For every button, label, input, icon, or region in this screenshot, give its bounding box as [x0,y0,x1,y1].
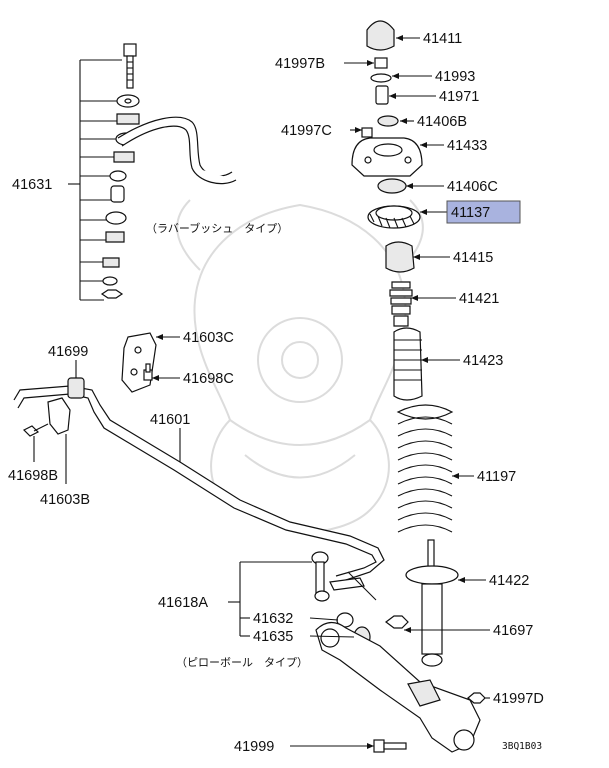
callout-41411[interactable]: 41411 [423,31,462,47]
callout-41997c[interactable]: 41997C [281,123,332,139]
callout-41603c[interactable]: 41603C [183,330,234,346]
note-pillow-ball-type: （ピローボール タイプ） [176,656,308,669]
callout-41137[interactable]: 41137 [451,205,490,221]
strut-assembly [315,20,486,753]
callout-41406b[interactable]: 41406B [417,114,467,130]
arrowheads [152,35,465,749]
callout-41197[interactable]: 41197 [477,469,516,485]
callout-41603b[interactable]: 41603B [40,492,90,508]
callout-41698b[interactable]: 41698B [8,468,58,484]
callout-41423[interactable]: 41423 [463,353,503,369]
highlight-box-41137 [446,200,521,224]
callout-41635[interactable]: 41635 [253,629,293,645]
callout-41697[interactable]: 41697 [493,623,533,639]
callout-41631[interactable]: 41631 [12,177,52,193]
callout-labels: 41411 41997B 41993 41971 41997C 41406B 4… [8,31,544,755]
callout-41997b[interactable]: 41997B [275,56,325,72]
callout-41601[interactable]: 41601 [150,412,190,428]
callout-41433[interactable]: 41433 [447,138,487,154]
callout-41993[interactable]: 41993 [435,69,475,85]
callout-41421[interactable]: 41421 [459,291,499,307]
callout-41415[interactable]: 41415 [453,250,493,266]
note-rubber-bush-type: （ラバーブッシュ タイプ） [146,221,288,235]
callout-41971[interactable]: 41971 [439,89,479,105]
callout-41406c[interactable]: 41406C [447,179,498,195]
callout-41999[interactable]: 41999 [234,739,274,755]
diagram-code: 3BQ1B03 [502,741,542,752]
stabilizer-link-bush-stack [68,43,237,301]
callout-41699[interactable]: 41699 [48,344,88,360]
callout-41698c[interactable]: 41698C [183,371,234,387]
stabilizer-assembly [13,332,385,648]
callout-41422[interactable]: 41422 [489,573,529,589]
callout-41632[interactable]: 41632 [253,611,293,627]
callout-41618a[interactable]: 41618A [158,595,208,611]
callout-41997d[interactable]: 41997D [493,691,544,707]
